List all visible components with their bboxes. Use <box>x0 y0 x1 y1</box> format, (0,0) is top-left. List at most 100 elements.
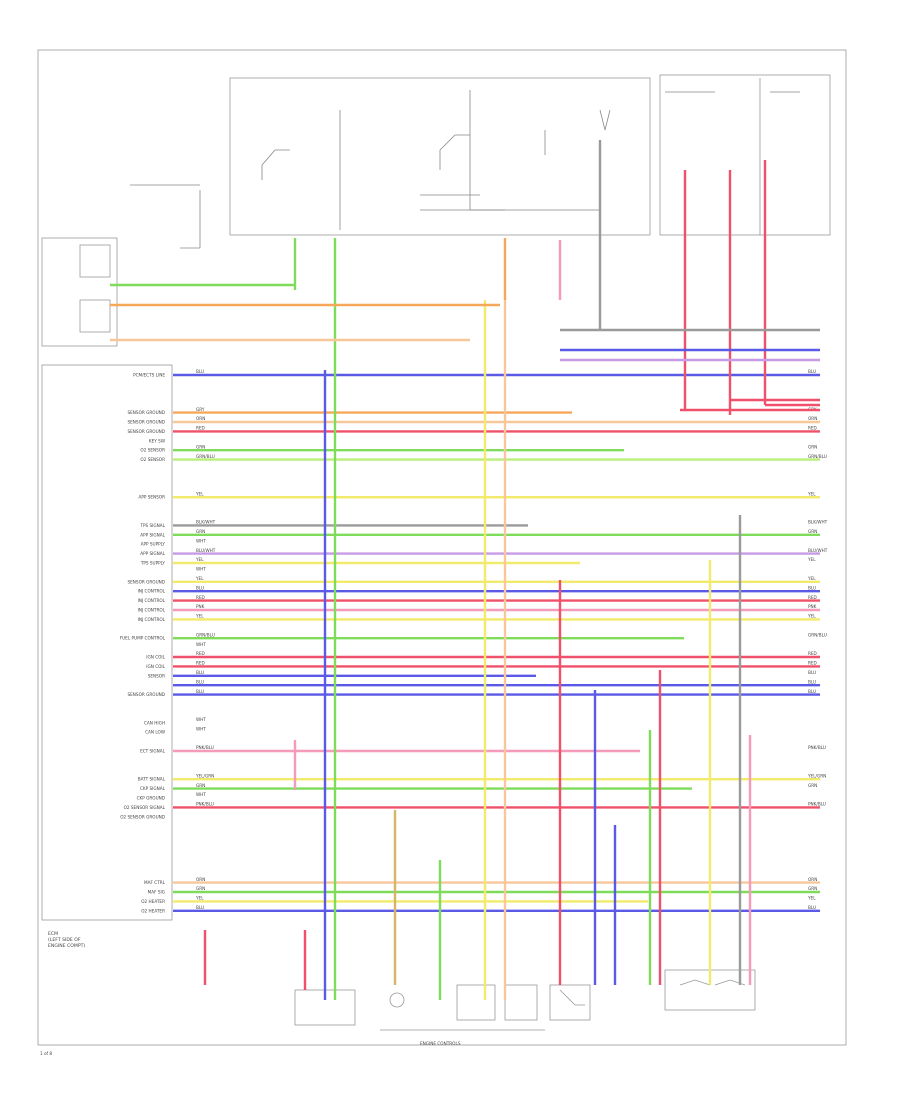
wire-color-code-right: RED <box>808 595 817 600</box>
wire-color-code-right: YEL <box>807 576 816 581</box>
ecm-pin-label: MAF SIG <box>148 890 165 895</box>
wire-color-code: WHT <box>196 642 206 647</box>
wire-color-code: WHT <box>196 717 206 722</box>
ecm-pin-label: O2 SENSOR <box>140 448 165 453</box>
wire-color-code-right: ORN <box>808 416 817 421</box>
cmp-sensor-box <box>79 299 111 333</box>
wire-color-code: BLU <box>196 369 204 374</box>
wire-color-code: BLU <box>196 905 204 910</box>
wire-color-code-right: BLU <box>808 585 816 590</box>
ecm-pin-label: O2 HEATER <box>141 908 165 913</box>
wire-color-code-right: YEL/GRN <box>807 773 826 778</box>
wire-color-code: WHT <box>196 726 206 731</box>
left-component-frame <box>41 237 118 347</box>
relay-switches <box>130 90 611 249</box>
ecm-pin-label: IGN COIL <box>146 664 165 669</box>
ecm-pin-label: TPS SUPPLY <box>140 561 166 566</box>
ecm-box <box>41 364 173 921</box>
ecm-pin-label: SENSOR GROUND <box>127 579 165 584</box>
wire-color-code: YEL <box>195 896 204 901</box>
wire-color-code-right: BLK/WHT <box>808 520 828 525</box>
ecm-pin-layer: PCM/ECTS LINE SENSOR GROUND SENSOR GROUND S… <box>120 373 166 914</box>
ecm-pin-label: INJ CONTROL <box>138 589 166 594</box>
wire-color-code: GRN <box>196 529 205 534</box>
wire-color-code-right: GRN/BLU <box>808 632 827 637</box>
ecm-pin-label: MAF CTRL <box>144 880 166 885</box>
wire-color-code-right: YEL <box>807 491 816 496</box>
ecm-pin-label: INJ CONTROL <box>138 617 166 622</box>
wire-color-code-right: GRN <box>808 783 817 788</box>
wire-color-code: GRN/BLU <box>196 632 215 637</box>
wire-color-code: YEL/GRN <box>195 773 214 778</box>
ecm-pin-label: APP SENSOR <box>138 495 165 500</box>
wire-color-code: BLU <box>196 679 204 684</box>
wire-color-code: WHT <box>196 538 206 543</box>
wire-color-code-right: PNK <box>808 604 817 609</box>
ecm-pin-label: CAN LOW <box>145 730 165 735</box>
wire-color-code: PNK <box>196 604 205 609</box>
ecm-pin-label: CAN HIGH <box>144 720 165 725</box>
wire-color-code: GRY <box>196 407 205 412</box>
ecm-pin-label: INJ CONTROL <box>138 598 166 603</box>
ecm-pin-label: O2 HEATER <box>141 899 165 904</box>
wire-color-code: WHT <box>196 567 206 572</box>
wire-color-code: BLK/WHT <box>196 520 216 525</box>
ecm-pin-label: INJ CONTROL <box>138 608 166 613</box>
footer-center: ENGINE CONTROLS <box>420 1041 461 1046</box>
wire-color-code: ORN <box>196 877 205 882</box>
wire-color-code: WHT <box>196 792 206 797</box>
wire-color-code: ORN <box>196 416 205 421</box>
wire-color-code: RED <box>196 651 205 656</box>
ecm-pin-label: SENSOR <box>148 673 165 678</box>
ecm-pin-label: SENSOR GROUND <box>127 429 165 434</box>
wire-color-code-right: BLU/WHT <box>808 548 828 553</box>
ecm-pin-label: KEY SW <box>149 438 165 443</box>
wire-color-code-right: ORN <box>808 877 817 882</box>
bottom-components <box>294 969 756 1031</box>
footer-left: 1 of 8 <box>40 1051 52 1056</box>
ecm-pin-label: BATT SIGNAL <box>138 777 166 782</box>
wire-color-code: BLU <box>196 585 204 590</box>
wire-color-code-right: GRN/BLU <box>808 454 827 459</box>
wire-color-code: PNK/BLU <box>196 802 214 807</box>
wire-color-code: YEL <box>195 557 204 562</box>
ecm-pin-label: IGN COIL <box>146 655 165 660</box>
wire-color-code-right: PNK/BLU <box>808 802 826 807</box>
wire-color-code: RED <box>196 661 205 666</box>
ecm-pin-label: ECT SIGNAL <box>140 749 166 754</box>
wire-color-code-right: GRN <box>808 886 817 891</box>
wire-color-code-right: RED <box>808 651 817 656</box>
wire-color-code-right: BLU <box>808 670 816 675</box>
ecm-pin-label: CKP SIGNAL <box>140 786 166 791</box>
wire-color-code: BLU <box>196 689 204 694</box>
ecm-pin-label: O2 SENSOR <box>140 457 165 462</box>
ecm-pin-label: PCM/ECTS LINE <box>133 373 165 378</box>
wire-color-code: GRN/BLU <box>196 454 215 459</box>
wire-color-code-right: YEL <box>807 614 816 619</box>
ecm-pin-label: APP SIGNAL <box>140 532 165 537</box>
wire-color-code-right: GRN <box>808 444 817 449</box>
wire-color-code-right: YEL <box>807 896 816 901</box>
wire-color-code: RED <box>196 426 205 431</box>
wire-color-code: GRN <box>196 783 205 788</box>
wire-color-code-right: BLU <box>808 689 816 694</box>
ecm-pin-label: CKP GROUND <box>137 796 165 801</box>
ecm-pin-label: SENSOR GROUND <box>127 410 165 415</box>
wire-color-code: YEL <box>195 576 204 581</box>
wire-color-code: GRN <box>196 886 205 891</box>
ecm-pin-label: TPS SIGNAL <box>139 523 165 528</box>
right-relay-box <box>659 74 831 236</box>
wire-color-code-right: RED <box>808 426 817 431</box>
diagram-frame <box>37 49 847 1046</box>
ecm-pin-label: SENSOR GROUND <box>127 692 165 697</box>
wire-color-code: YEL <box>195 614 204 619</box>
wire-color-code-right: YEL <box>807 557 816 562</box>
junction-box <box>229 77 651 236</box>
wire-color-code-right: PNK/BLU <box>808 745 826 750</box>
ecm-pin-label: O2 SENSOR SIGNAL <box>124 805 166 810</box>
wire-color-code-right: BLU <box>808 679 816 684</box>
